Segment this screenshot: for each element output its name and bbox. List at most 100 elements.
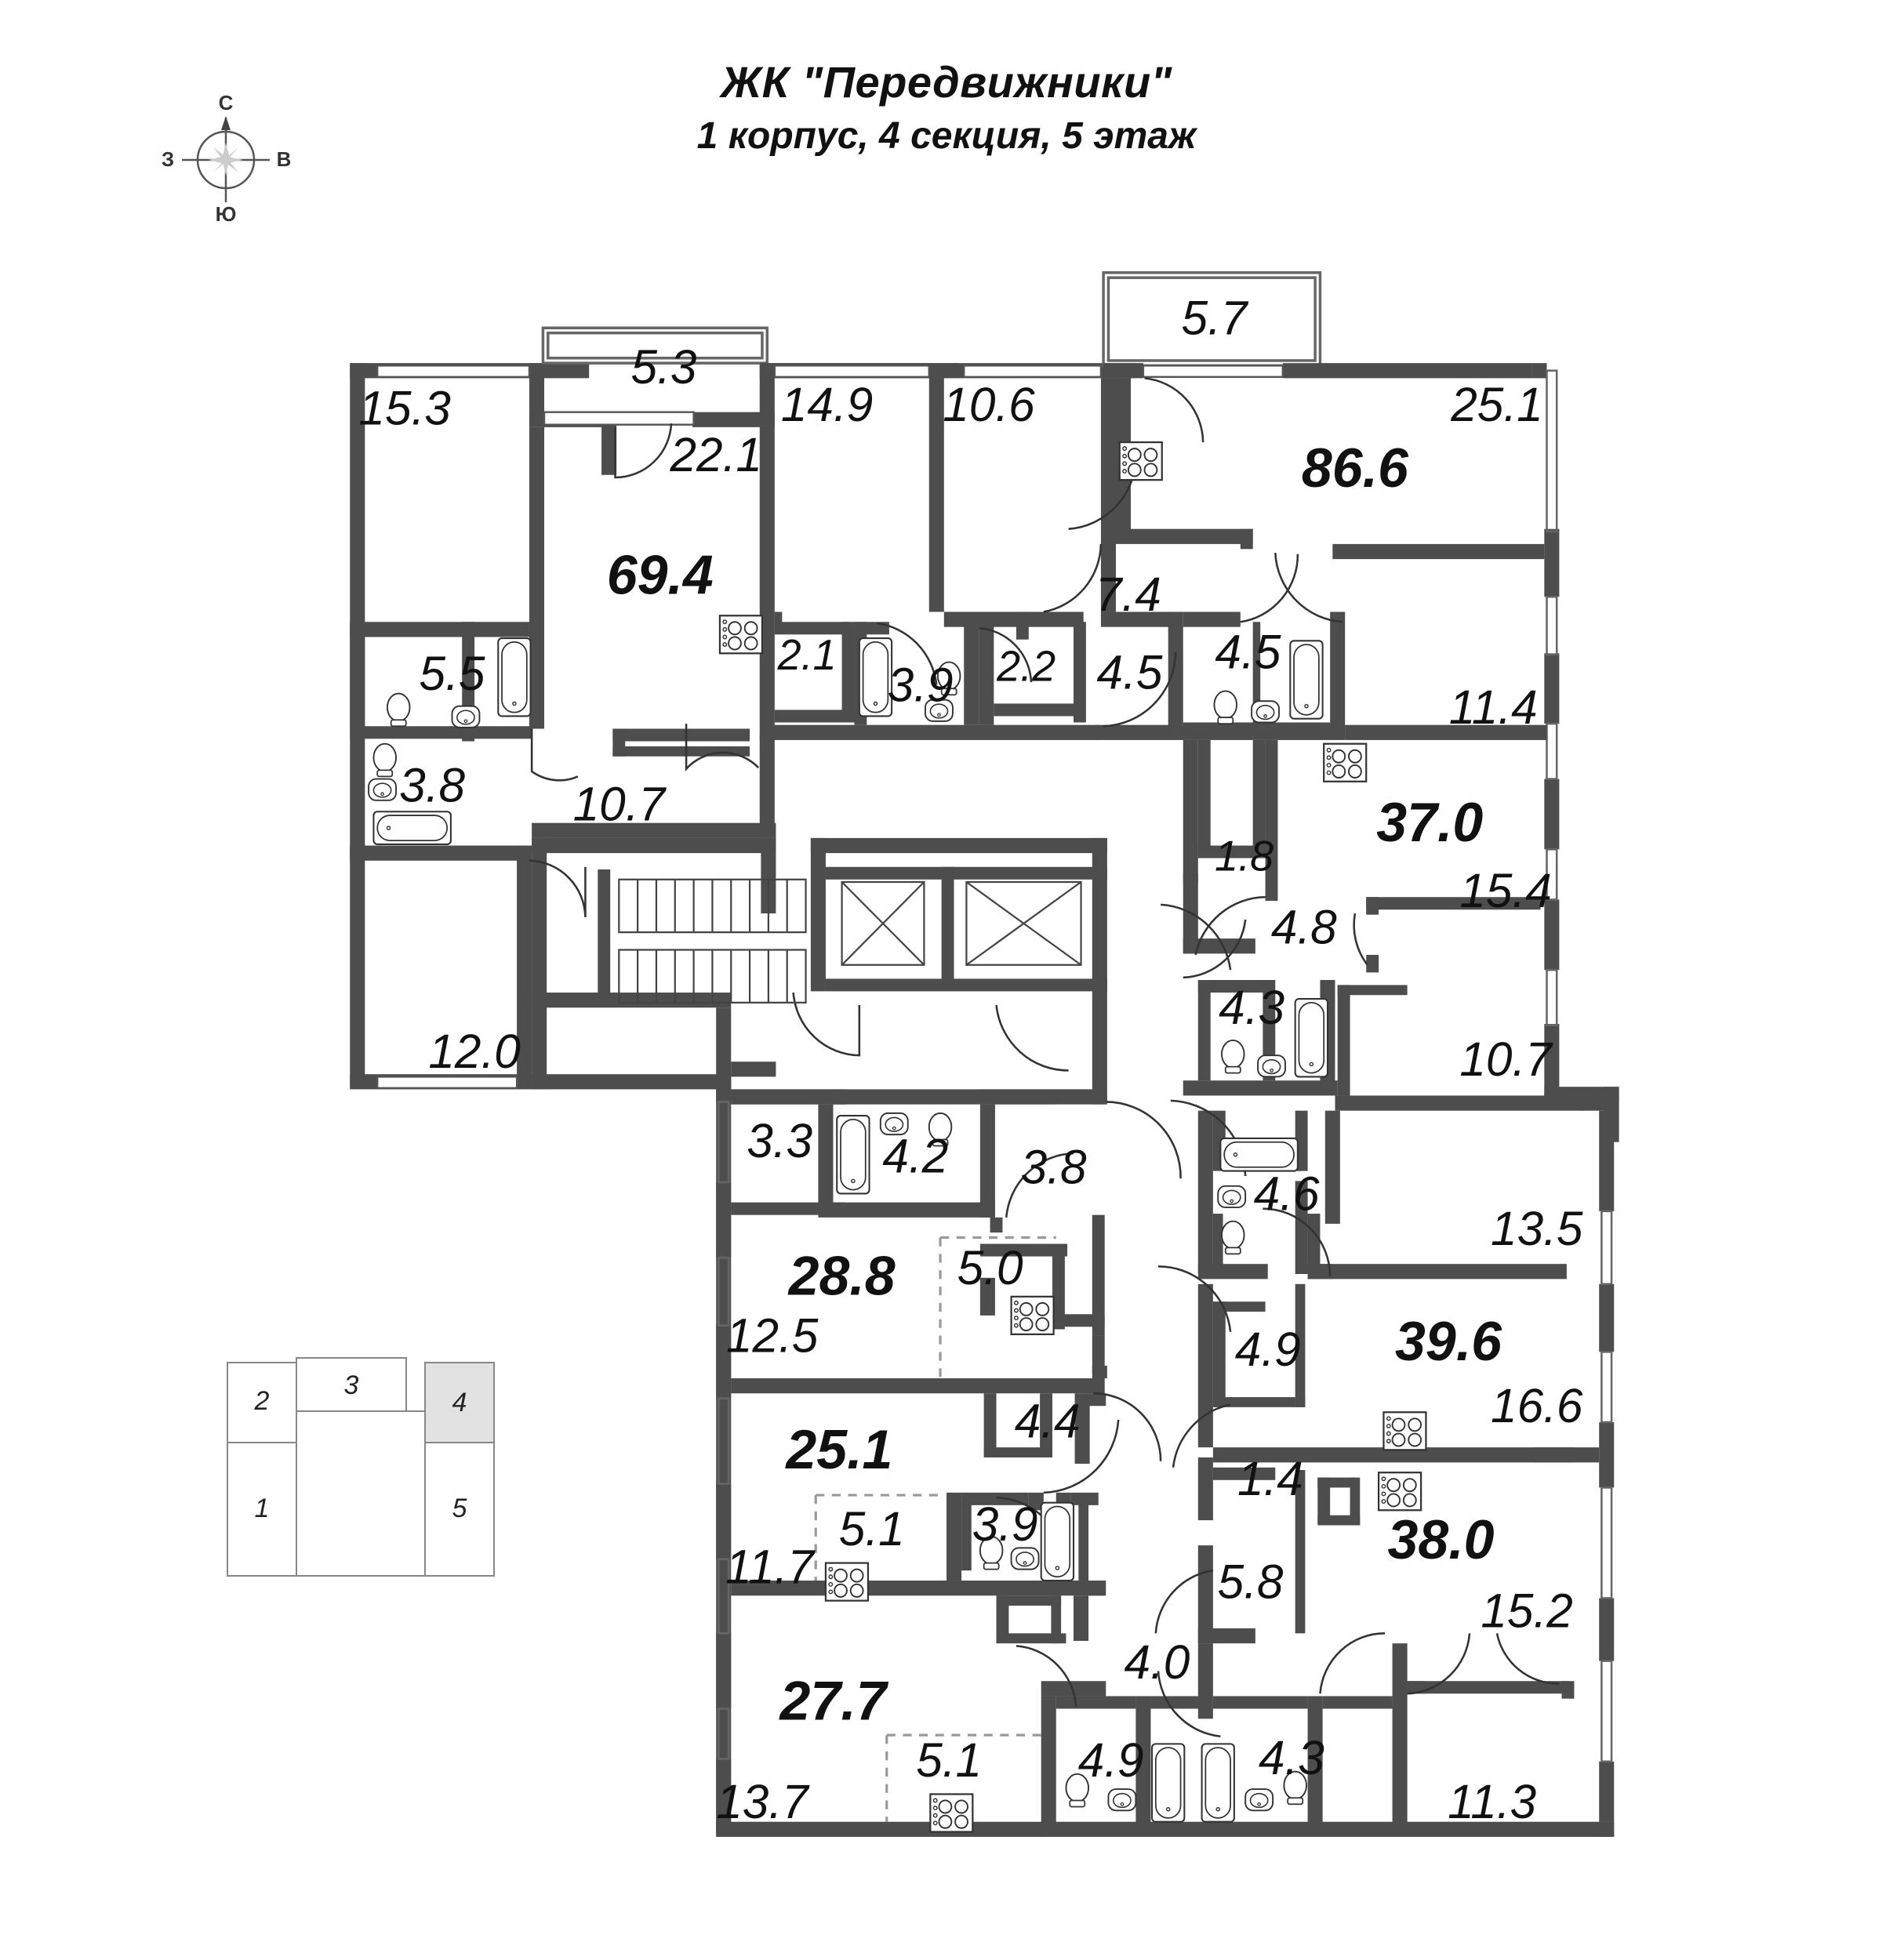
compass-north-label: С (219, 91, 234, 114)
area-label-room: 25.1 (1450, 378, 1542, 431)
area-label-apartment: 86.6 (1302, 437, 1409, 499)
area-label-bathroom: 3.8 (399, 758, 465, 811)
stove-icon (929, 1793, 974, 1833)
bathtub-icon (1289, 640, 1324, 720)
stove-icon (824, 1562, 870, 1602)
area-label-corridor: 5.8 (1218, 1555, 1284, 1608)
area-label-room: 16.6 (1491, 1379, 1583, 1432)
keymap-label-3: 3 (344, 1370, 359, 1400)
keymap-section-1[interactable] (227, 1442, 297, 1577)
area-label-corridor: 4.8 (1271, 900, 1337, 953)
area-label-apartment: 39.6 (1395, 1310, 1502, 1372)
area-label-apartment: 69.4 (607, 543, 714, 605)
keymap-section-5[interactable] (424, 1442, 495, 1577)
plan-walls (350, 270, 1619, 1837)
stove-icon (718, 615, 764, 655)
area-label-closet: 1.8 (1215, 833, 1274, 880)
sink-icon (1257, 1054, 1286, 1078)
area-label-room: 15.4 (1459, 864, 1551, 917)
sink-icon (1244, 1788, 1274, 1812)
area-label-apartment: 27.7 (778, 1669, 888, 1731)
sink-icon (368, 778, 397, 801)
area-label-room: 10.7 (1459, 1033, 1553, 1086)
area-label-room: 13.7 (716, 1775, 810, 1828)
area-label-closet: 2.1 (777, 632, 837, 679)
bathtub-icon (497, 637, 532, 717)
area-label-balcony: 5.7 (1182, 291, 1249, 344)
sink-icon (1107, 1788, 1137, 1812)
sink-icon (1217, 1185, 1247, 1209)
stove-icon (1010, 1295, 1055, 1336)
area-label-bathroom: 4.9 (1078, 1733, 1144, 1787)
area-label-bathroom: 3.9 (888, 658, 954, 711)
toilet-icon (1213, 690, 1238, 725)
area-label-room: 11.4 (1449, 681, 1538, 734)
kitchen-niche-outlines (814, 1236, 1056, 1822)
stove-icon (1377, 1472, 1422, 1512)
bathtub-icon (1201, 1743, 1235, 1823)
area-label-corridor: 4.0 (1124, 1635, 1190, 1689)
keymap-label-5: 5 (452, 1494, 467, 1523)
area-label-bathroom: 4.2 (882, 1129, 948, 1182)
toilet-icon (1221, 1220, 1245, 1255)
area-label-kitchen: 5.1 (916, 1733, 982, 1787)
toilet-icon (386, 692, 411, 728)
bathtub-icon (1151, 1743, 1186, 1823)
toilet-icon (1221, 1039, 1245, 1074)
compass-west-label: З (162, 147, 174, 171)
keymap-courtyard (296, 1410, 426, 1577)
area-label-closet: 2.2 (996, 643, 1056, 690)
bathtub-icon (836, 1115, 870, 1195)
plan-door-swings (529, 377, 1560, 1738)
keymap-section-4-highlight[interactable] (424, 1362, 495, 1443)
area-label-corridor: 7.4 (1095, 568, 1161, 621)
bathtub-icon (1040, 1501, 1075, 1582)
bathtub-icon (372, 811, 452, 845)
compass-east-label: В (277, 147, 292, 171)
sink-icon (1010, 1547, 1040, 1570)
plan-windows (376, 365, 1284, 1090)
sink-icon (1251, 700, 1280, 724)
area-label-kitchen: 5.1 (839, 1502, 905, 1555)
area-label-apartment: 25.1 (784, 1418, 892, 1480)
keymap-section-3[interactable] (296, 1357, 407, 1412)
area-label-room: 10.6 (943, 378, 1035, 431)
area-label-bathroom: 4.3 (1219, 981, 1284, 1034)
compass-rose: С Ю З В (162, 91, 292, 226)
area-label-room: 12.0 (428, 1025, 521, 1078)
area-label-room: 13.5 (1491, 1202, 1583, 1255)
area-label-closet: 3.3 (747, 1114, 812, 1167)
area-label-corridor: 3.8 (1021, 1140, 1087, 1193)
area-label-bathroom: 3.9 (972, 1497, 1038, 1551)
stove-icon (1323, 742, 1368, 782)
area-label-corridor: 4.4 (1015, 1394, 1081, 1447)
area-label-balcony: 5.3 (631, 340, 697, 394)
area-label-room: 11.7 (725, 1540, 816, 1593)
area-label-closet: 1.4 (1237, 1452, 1303, 1505)
compass-north-arrow-icon (221, 116, 231, 130)
compass-south-label: Ю (216, 202, 237, 226)
keymap-label-4: 4 (452, 1388, 467, 1417)
area-label-apartment: 38.0 (1388, 1508, 1495, 1570)
area-label-room: 15.3 (358, 381, 451, 434)
keymap-section-2[interactable] (227, 1362, 297, 1443)
area-label-corridor: 10.7 (573, 777, 667, 830)
area-label-room: 12.5 (726, 1308, 819, 1362)
area-label-corridor: 4.5 (1097, 645, 1163, 699)
staircase (618, 878, 807, 1004)
stove-icon (1118, 441, 1163, 481)
keymap-label-2: 2 (254, 1386, 270, 1416)
keymap-label-1: 1 (255, 1494, 270, 1523)
area-label-bathroom: 4.6 (1254, 1167, 1320, 1220)
sink-icon (451, 705, 481, 728)
area-label-kitchen: 5.0 (957, 1241, 1023, 1294)
area-label-bathroom: 4.5 (1215, 625, 1281, 678)
stove-icon (1383, 1411, 1427, 1451)
building-keymap[interactable]: 1 2 3 4 5 (220, 1348, 502, 1584)
area-label-bathroom: 4.3 (1259, 1731, 1324, 1784)
compass-star-icon (209, 143, 243, 176)
area-label-bathroom: 5.5 (420, 647, 485, 700)
area-label-corridor: 4.9 (1235, 1323, 1301, 1376)
